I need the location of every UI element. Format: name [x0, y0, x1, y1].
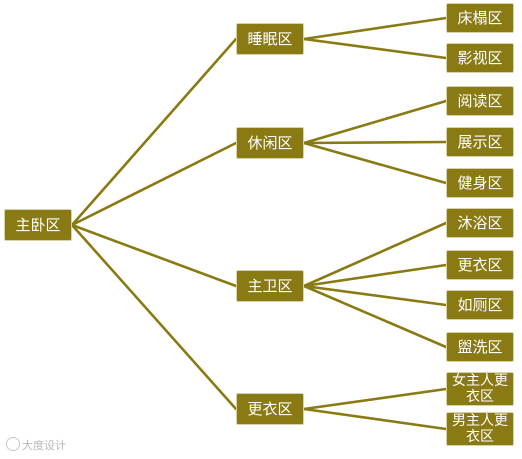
- leaf-node-av: 影视区: [446, 43, 514, 73]
- branch-node-dressing: 更衣区: [236, 393, 304, 425]
- connector-root-to-branch-node-sleep: [70, 37, 238, 227]
- branch-node-leisure: 休闲区: [236, 127, 304, 159]
- connector-lines: [70, 16, 448, 431]
- connector-branch-node-bathroom-to-leaf-node-changing: [302, 263, 448, 288]
- connector-branch-node-leisure-to-leaf-node-fitness: [302, 141, 448, 185]
- connector-branch-node-dressing-to-leaf-node-his-closet: [302, 407, 448, 431]
- branch-node-bathroom: 主卫区: [236, 270, 304, 302]
- connector-branch-node-sleep-to-leaf-node-bed: [302, 16, 448, 41]
- connector-root-to-branch-node-leisure: [70, 141, 238, 227]
- leaf-node-washbasin: 盥洗区: [446, 332, 514, 362]
- leaf-node-display: 展示区: [446, 127, 514, 157]
- connector-root-to-branch-node-dressing: [70, 223, 238, 411]
- watermark: 大度设计: [6, 437, 66, 453]
- leaf-node-toilet: 如厕区: [446, 290, 514, 320]
- connector-root-to-branch-node-bathroom: [70, 223, 238, 288]
- connector-branch-node-sleep-to-leaf-node-av: [302, 37, 448, 60]
- watermark-text: 大度设计: [22, 439, 66, 452]
- connector-branch-node-leisure-to-leaf-node-reading: [302, 99, 448, 145]
- connector-branch-node-bathroom-to-leaf-node-shower: [302, 221, 448, 288]
- connector-branch-node-dressing-to-leaf-node-her-closet: [302, 387, 448, 411]
- leaf-node-bed: 床榻区: [446, 3, 514, 33]
- connector-branch-node-bathroom-to-leaf-node-toilet: [302, 284, 448, 307]
- leaf-node-reading: 阅读区: [446, 86, 514, 116]
- leaf-node-shower: 沐浴区: [446, 208, 514, 238]
- root-node: 主卧区: [4, 209, 72, 241]
- branch-node-sleep: 睡眠区: [236, 23, 304, 55]
- connector-branch-node-bathroom-to-leaf-node-washbasin: [302, 284, 448, 349]
- leaf-node-his-closet: 男主人更 衣区: [446, 412, 514, 446]
- connector-branch-node-leisure-to-leaf-node-display: [302, 140, 448, 145]
- leaf-node-her-closet: 女主人更 衣区: [446, 372, 514, 406]
- leaf-node-fitness: 健身区: [446, 168, 514, 198]
- leaf-node-changing: 更衣区: [446, 250, 514, 280]
- watermark-logo-icon: [6, 437, 20, 451]
